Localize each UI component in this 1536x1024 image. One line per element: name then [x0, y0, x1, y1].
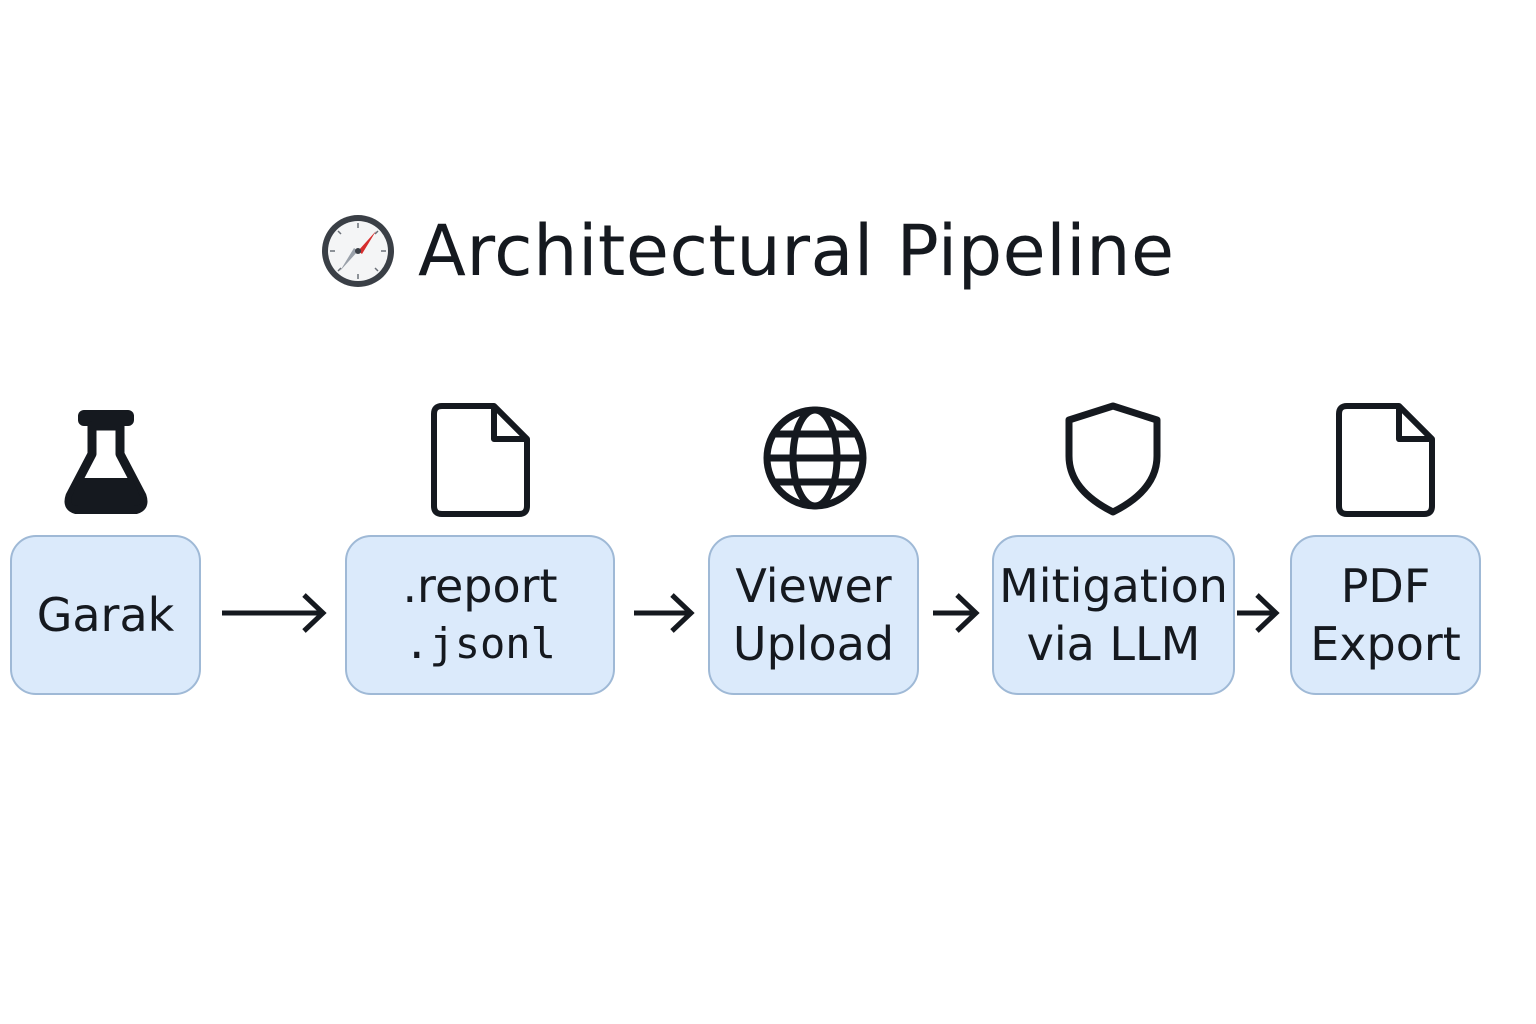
diagram-title: Architectural Pipeline	[418, 210, 1175, 292]
compass-icon	[322, 215, 394, 287]
node-label-line-1: PDF	[1340, 559, 1431, 613]
arrow-right-icon	[933, 593, 980, 633]
node-report-jsonl: .report .jsonl	[345, 535, 615, 695]
node-label-line-1: Viewer	[735, 559, 892, 613]
node-label-line-1: Mitigation	[999, 559, 1228, 613]
node-label: Garak	[36, 588, 175, 642]
node-label-line-2: Export	[1310, 617, 1461, 671]
file-icon	[1336, 403, 1435, 517]
shield-icon	[1065, 402, 1161, 516]
flask-icon	[64, 410, 148, 514]
arrow-right-icon	[222, 593, 327, 633]
globe-icon	[763, 406, 867, 510]
node-label-line-2: Upload	[732, 617, 895, 671]
node-garak: Garak	[10, 535, 201, 695]
node-mitigation-llm: Mitigation via LLM	[992, 535, 1235, 695]
arrow-right-icon	[1237, 593, 1280, 633]
node-viewer-upload: Viewer Upload	[708, 535, 919, 695]
node-pdf-export: PDF Export	[1290, 535, 1481, 695]
node-label-line-2: via LLM	[1026, 617, 1201, 671]
node-label-line-1: .report	[402, 559, 558, 613]
arrow-right-icon	[634, 593, 695, 633]
node-label-line-2: .jsonl	[404, 619, 556, 668]
file-icon	[431, 403, 530, 517]
diagram-title-row: Architectural Pipeline	[320, 206, 1175, 296]
